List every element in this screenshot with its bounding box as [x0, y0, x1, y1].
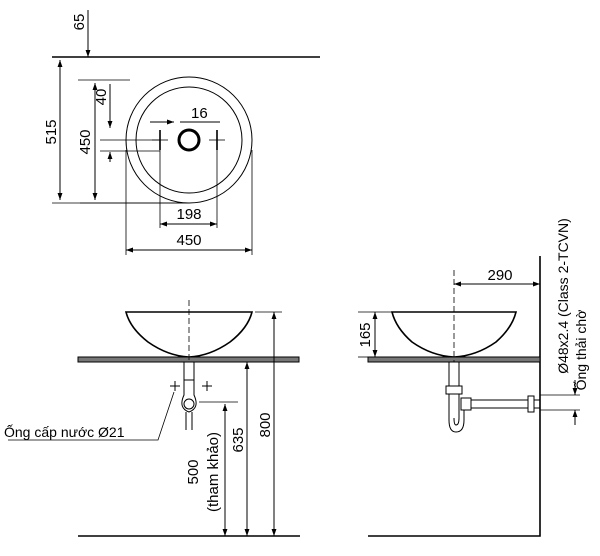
side-view: 165 290 Ø48x2.4 (Class 2-TCVN) Ống thải …	[357, 218, 589, 537]
wall	[368, 256, 541, 537]
dim-bowl-width: 450	[176, 232, 201, 249]
dim-reference-note: (tham khảo)	[205, 432, 222, 512]
water-supply-label: Ống cấp nước Ø21	[4, 423, 125, 440]
dim-290: 290	[487, 267, 512, 284]
dim-reference: 500	[185, 459, 202, 484]
dim-165: 165	[357, 322, 374, 347]
dim-hole-offset: 40	[93, 89, 110, 106]
dim-bowl-depth: 450	[77, 129, 94, 154]
drain-spec-label: Ø48x2.4 (Class 2-TCVN)	[555, 218, 571, 374]
dim-top-gap: 65	[71, 14, 88, 31]
top-view: 65 515 450 40	[43, 10, 320, 255]
dim-635: 635	[230, 427, 247, 452]
drain-hole	[177, 128, 201, 152]
supply-valve-left	[170, 381, 180, 391]
faucet-hole-right	[209, 130, 225, 150]
front-view: Ống cấp nước Ø21 500 (tham khảo) 635 800	[4, 300, 300, 537]
side-drain-trap	[445, 361, 540, 433]
supply-valve-right	[202, 381, 212, 391]
dim-overall-depth: 515	[43, 119, 60, 144]
drain-trap	[181, 361, 197, 430]
dim-800: 800	[257, 412, 274, 437]
countertop	[77, 356, 300, 363]
dim-hole-spacing: 198	[176, 206, 201, 223]
dim-hole-diameter: 16	[191, 105, 208, 122]
drain-pipe-label: Ống thải chờ	[572, 310, 589, 391]
